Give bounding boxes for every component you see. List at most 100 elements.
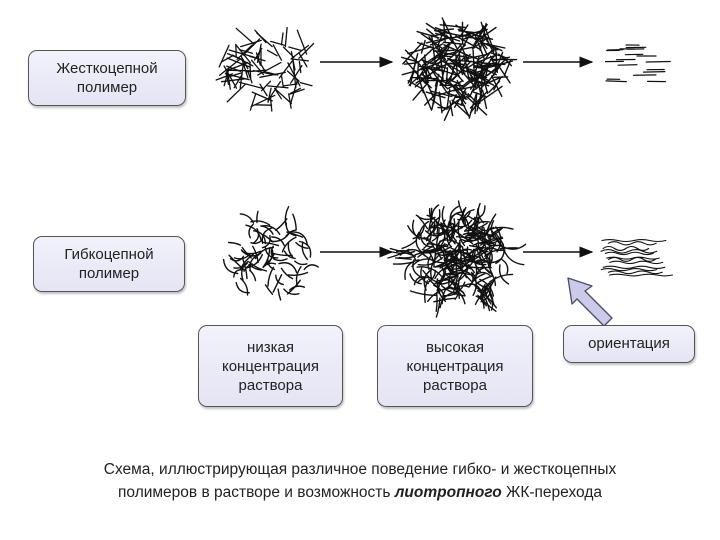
figure-caption: Схема, иллюстрирующая различное поведени… xyxy=(20,458,700,504)
rod-segment xyxy=(480,41,488,56)
coil-segment xyxy=(472,272,477,296)
coil-segment xyxy=(447,258,464,263)
rod-segment xyxy=(288,93,292,109)
rod-segment xyxy=(434,51,456,59)
rod-segment xyxy=(228,72,242,78)
rod-segment xyxy=(468,93,477,119)
coil-segment xyxy=(262,241,280,247)
rod-segment xyxy=(493,77,502,91)
rod-segment xyxy=(241,59,249,79)
rod-segment xyxy=(453,84,482,92)
coil-segment xyxy=(454,206,467,228)
coil-segment xyxy=(295,265,302,286)
rod-segment xyxy=(475,55,480,72)
rod-segment xyxy=(474,92,478,115)
rod-segment xyxy=(463,53,490,60)
coil-segment xyxy=(475,281,490,291)
coil-segment xyxy=(415,231,424,255)
rod-segment xyxy=(298,60,302,74)
rod-segment xyxy=(418,65,444,72)
rod-segment xyxy=(239,49,254,54)
coil-segment xyxy=(280,267,294,280)
rod-segment xyxy=(479,35,494,40)
coil-segment xyxy=(250,239,263,245)
coil-segment xyxy=(464,248,487,263)
rod-segment xyxy=(434,30,462,37)
rod-segment xyxy=(493,51,504,77)
coil-segment xyxy=(468,216,477,240)
rod-segment xyxy=(436,33,444,50)
coil-segment xyxy=(249,254,260,272)
coil-segment xyxy=(411,219,421,240)
coil-segment xyxy=(436,278,447,303)
rod-segment xyxy=(249,62,252,80)
rod-segment xyxy=(434,49,451,68)
flexible-oriented-chains xyxy=(600,239,674,277)
oriented-chain xyxy=(604,251,654,256)
rod-segment xyxy=(296,29,308,55)
rod-segment xyxy=(242,38,261,56)
coil-segment xyxy=(416,266,443,277)
rod-segment xyxy=(455,35,482,51)
coil-segment xyxy=(418,220,430,237)
rod-segment xyxy=(445,67,449,85)
coil-segment xyxy=(428,208,434,225)
rod-segment xyxy=(430,98,446,110)
coil-segment xyxy=(450,223,456,243)
rod-segment xyxy=(218,59,240,76)
rod-segment xyxy=(467,76,484,84)
rod-segment xyxy=(460,98,470,118)
rod-segment xyxy=(240,55,249,70)
rod-segment xyxy=(486,42,503,52)
coil-segment xyxy=(486,221,496,246)
coil-segment xyxy=(475,244,489,253)
coil-segment xyxy=(245,224,262,242)
rod-segment xyxy=(402,42,423,65)
coil-segment xyxy=(437,266,445,285)
coil-segment xyxy=(284,206,290,227)
coil-segment xyxy=(264,284,274,295)
rod-segment xyxy=(429,37,447,46)
coil-segment xyxy=(264,246,279,259)
rod-segment xyxy=(288,46,303,52)
coil-segment xyxy=(301,241,309,261)
aligned-rod xyxy=(642,70,666,73)
caption-emphasis: лиотропного xyxy=(394,484,502,501)
coil-segment xyxy=(278,262,298,274)
coil-segment xyxy=(277,288,282,301)
coil-segment xyxy=(443,251,455,275)
oriented-chain xyxy=(601,239,667,243)
coil-segment xyxy=(243,263,254,272)
rod-segment xyxy=(299,81,313,87)
coil-segment xyxy=(256,210,259,224)
coil-segment xyxy=(447,215,453,241)
rod-segment xyxy=(460,46,477,51)
oriented-chain xyxy=(609,260,664,265)
coil-segment xyxy=(239,253,254,271)
rod-segment xyxy=(424,54,429,84)
rod-segment xyxy=(488,60,514,69)
rod-segment xyxy=(289,78,299,105)
rod-segment xyxy=(249,55,266,62)
coil-segment xyxy=(424,280,429,304)
coil-segment xyxy=(483,238,506,251)
coil-segment xyxy=(476,238,499,245)
coil-segment xyxy=(228,254,245,271)
coil-segment xyxy=(416,276,433,284)
aligned-rod xyxy=(617,64,638,66)
rod-segment xyxy=(239,62,244,89)
rod-segment xyxy=(287,62,301,87)
coil-segment xyxy=(450,269,477,282)
coil-segment xyxy=(239,277,249,296)
coil-segment xyxy=(479,239,502,247)
rod-segment xyxy=(472,49,476,79)
coil-segment xyxy=(446,264,471,276)
coil-segment xyxy=(273,258,288,262)
coil-segment xyxy=(476,249,484,268)
coil-segment xyxy=(476,259,492,266)
rod-segment xyxy=(425,37,448,44)
coil-segment xyxy=(229,255,245,262)
oriented-chain xyxy=(608,256,656,262)
coil-segment xyxy=(450,255,454,272)
rod-segment xyxy=(429,46,448,71)
